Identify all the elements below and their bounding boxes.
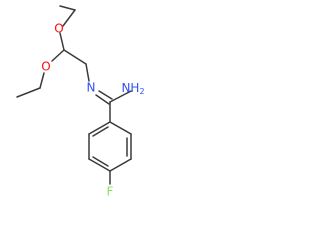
- amino-group-label: NH2: [121, 81, 144, 96]
- bond-c-nh2: [109, 90, 132, 103]
- bond-ring-inner-2: [92, 156, 109, 167]
- bond-ch2-n: [85, 63, 90, 82]
- chemical-structure: O O N NH2 F: [16, 5, 145, 199]
- bond-lower-ethyl: [16, 87, 41, 98]
- bond-acetal-ch2: [63, 49, 87, 65]
- bond-lower-o-ethyl: [39, 72, 45, 89]
- bond-ring-6: [88, 121, 111, 135]
- nitrogen-imine-label: N: [87, 81, 96, 95]
- bond-upper-ethyl-o: [62, 9, 76, 27]
- bond-ring-4: [88, 158, 111, 172]
- fluorine-label: F: [107, 185, 114, 199]
- bond-ring-inner-3: [92, 126, 109, 137]
- bond-ring-1: [109, 121, 132, 135]
- bond-upper-ethyl: [59, 5, 76, 11]
- oxygen-upper-label: O: [54, 22, 63, 36]
- bond-n-c-double-a: [98, 90, 113, 100]
- oxygen-lower-label: O: [41, 60, 50, 74]
- bond-upper-o-acetal: [59, 32, 65, 51]
- bond-acetal-lower-o: [51, 49, 65, 62]
- bond-ring-3: [109, 158, 132, 172]
- bond-n-c-double-b: [95, 94, 110, 105]
